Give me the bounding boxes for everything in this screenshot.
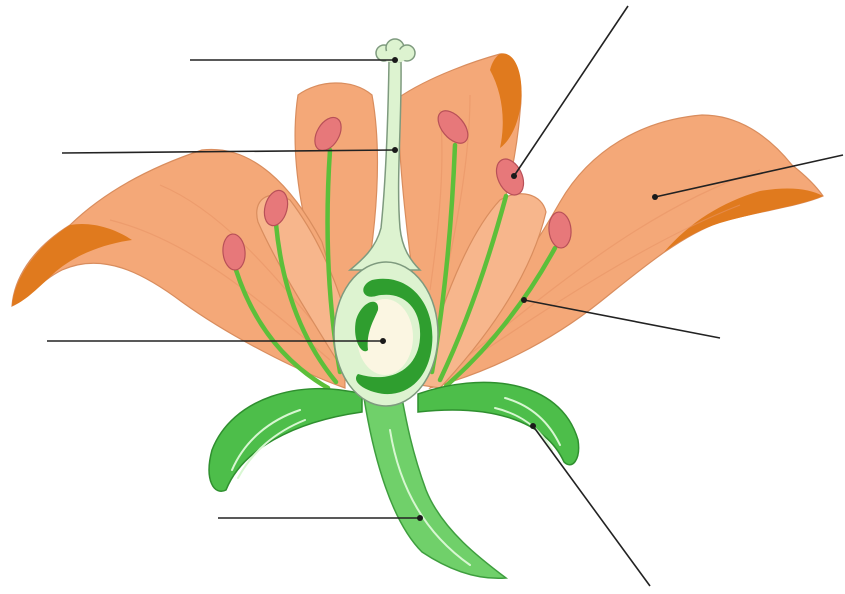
leader-dot bbox=[652, 194, 658, 200]
left-sepal bbox=[209, 389, 362, 492]
leader-dot bbox=[417, 515, 423, 521]
leader-dot bbox=[511, 173, 517, 179]
stem bbox=[364, 398, 506, 578]
leader-dot bbox=[392, 57, 398, 63]
leader-dot bbox=[530, 423, 536, 429]
stem-group bbox=[364, 398, 506, 578]
leader-line-sepal bbox=[533, 426, 650, 586]
leader-dot bbox=[521, 297, 527, 303]
leader-dot bbox=[380, 338, 386, 344]
leader-dot bbox=[392, 147, 398, 153]
right-sepal bbox=[418, 382, 579, 464]
